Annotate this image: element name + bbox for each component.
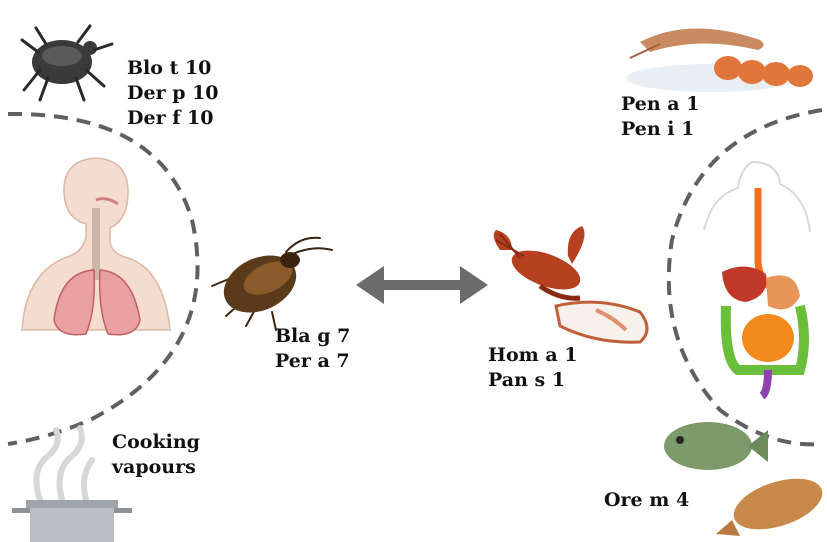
- dust-mite-icon: [22, 26, 112, 100]
- mite-allergen-labels: Blo t 10 Der p 10 Der f 10: [127, 56, 219, 131]
- mite-allergen-label: Blo t 10: [127, 56, 219, 81]
- mite-allergen-label: Der p 10: [127, 81, 219, 106]
- lobster-allergen-labels: Hom a 1 Pan s 1: [488, 343, 578, 393]
- lobster-allergen-label: Hom a 1: [488, 343, 578, 368]
- cooking-vapours-line: Cooking: [112, 430, 200, 455]
- human-respiratory-system-icon: [22, 158, 170, 335]
- cockroach-icon: [212, 238, 332, 330]
- shrimp-allergen-labels: Pen a 1 Pen i 1: [621, 92, 699, 142]
- fish-allergen-label: Ore m 4: [604, 488, 689, 513]
- tilapia-fish-icon: [664, 422, 827, 539]
- lobster-allergen-label: Pan s 1: [488, 368, 578, 393]
- cooking-vapours-line: vapours: [112, 455, 200, 480]
- shrimp-icon: [626, 28, 813, 92]
- cockroach-allergen-label: Per a 7: [275, 349, 350, 374]
- cockroach-allergen-labels: Bla g 7 Per a 7: [275, 324, 350, 374]
- double-arrow-icon: [356, 266, 488, 304]
- cockroach-allergen-label: Bla g 7: [275, 324, 350, 349]
- mite-allergen-label: Der f 10: [127, 106, 219, 131]
- lobster-icon: [494, 226, 647, 342]
- human-digestive-system-icon: [704, 162, 810, 396]
- cooking-vapours-label: Cooking vapours: [112, 430, 200, 480]
- shrimp-allergen-label: Pen a 1: [621, 92, 699, 117]
- shrimp-allergen-label: Pen i 1: [621, 117, 699, 142]
- fish-allergen-labels: Ore m 4: [604, 488, 689, 513]
